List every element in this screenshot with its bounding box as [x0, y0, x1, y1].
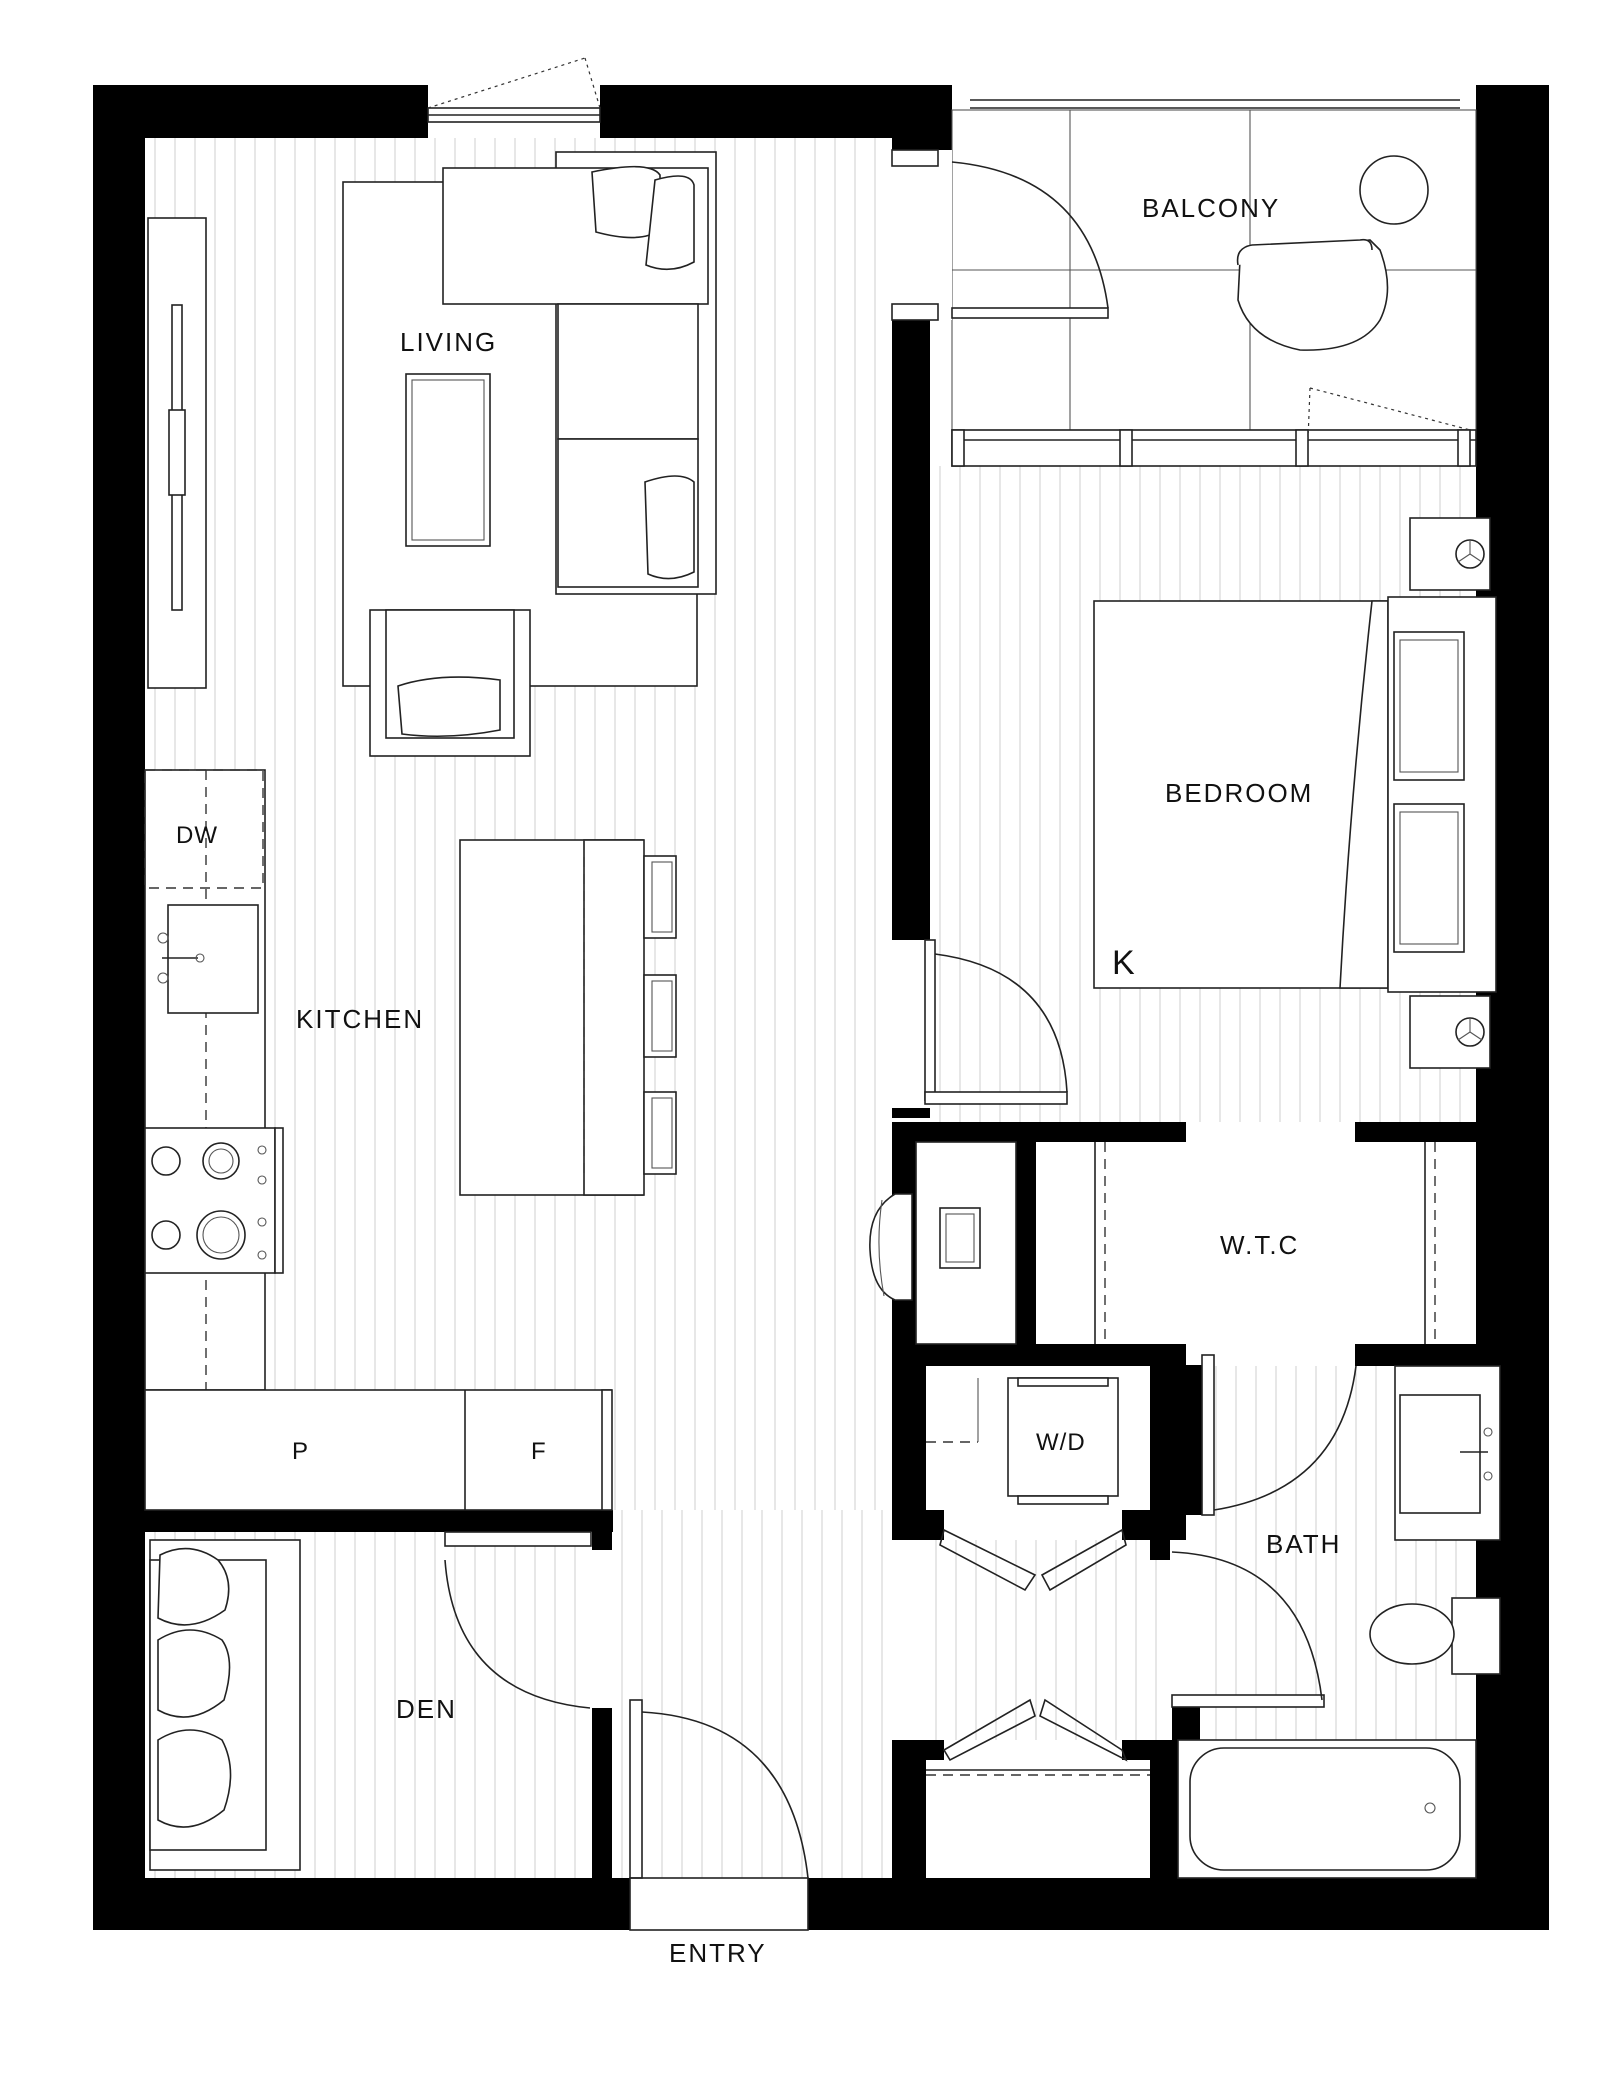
top-window	[427, 57, 601, 138]
label-fridge: F	[531, 1438, 547, 1465]
label-pantry: P	[292, 1438, 309, 1465]
bedroom-area	[924, 517, 1497, 1105]
desk-niche	[869, 1141, 1017, 1345]
interior-walls	[145, 1108, 1500, 1880]
kitchen-area	[144, 769, 677, 1511]
bathroom-area	[1171, 1365, 1501, 1879]
label-kitchen: KITCHEN	[296, 1004, 424, 1034]
label-entry: ENTRY	[669, 1938, 767, 1968]
label-bed-size: K	[1112, 944, 1135, 982]
label-bedroom: BEDROOM	[1165, 778, 1313, 808]
coat-closet	[926, 1698, 1150, 1776]
label-balcony: BALCONY	[1142, 193, 1280, 223]
label-den: DEN	[396, 1694, 457, 1724]
label-living: LIVING	[400, 327, 497, 357]
label-wtc: W.T.C	[1220, 1230, 1299, 1260]
den-area	[149, 1531, 592, 1871]
balcony-door	[891, 149, 1109, 321]
label-bath: BATH	[1266, 1529, 1341, 1559]
entry-door	[629, 1699, 809, 1931]
label-dishwasher: DW	[176, 822, 218, 849]
label-washer-dryer: W/D	[1036, 1429, 1086, 1456]
living-area	[147, 151, 717, 757]
room-labels: LIVING BALCONY BEDROOM KITCHEN W.T.C BAT…	[176, 193, 1341, 1968]
balcony	[951, 99, 1477, 467]
wtc-area	[1094, 1142, 1436, 1516]
laundry-area	[926, 1377, 1127, 1592]
